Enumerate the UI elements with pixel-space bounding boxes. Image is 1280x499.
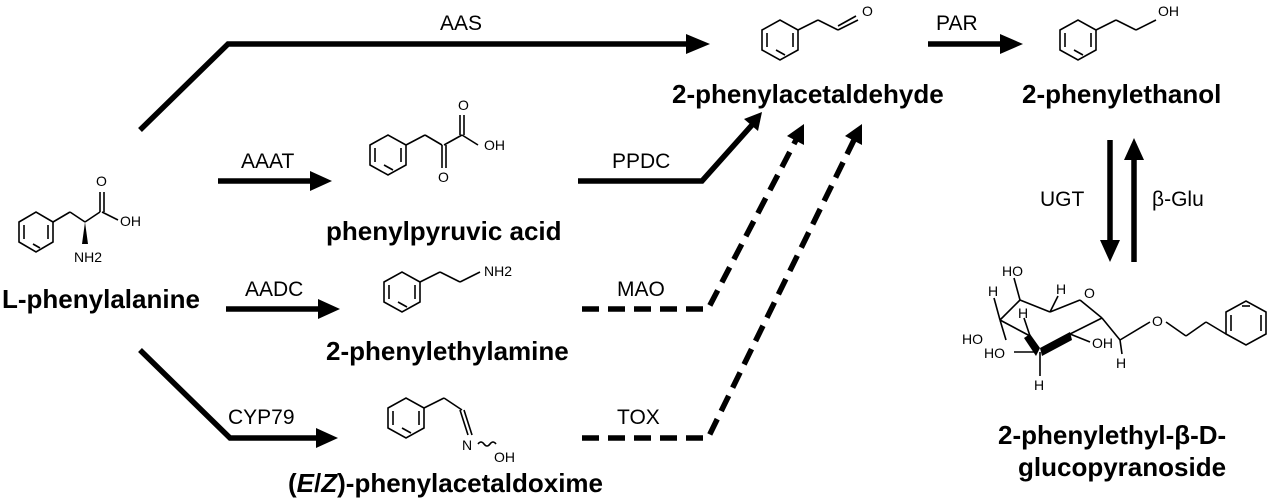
atom-nh2-amine: NH2 (484, 263, 512, 279)
compound-name-l-phenylalanine: L-phenylalanine (2, 284, 200, 314)
compound-name-phenylethylamine: 2-phenylethylamine (326, 336, 569, 366)
atom-ho-c6: HO (1002, 263, 1023, 279)
compound-labels: L-phenylalanine phenylpyruvic acid 2-phe… (2, 79, 1226, 498)
atom-n-oxime: N (462, 437, 472, 453)
structure-glucoside: O HO H HO HO H OH H H H O (962, 263, 1267, 393)
mao-arrow (582, 138, 799, 312)
ppdc-arrowhead (744, 112, 762, 131)
enzyme-label-tox: TOX (617, 406, 660, 429)
compound-name-phenylethanol: 2-phenylethanol (1022, 79, 1221, 109)
atom-o-acid: O (458, 97, 469, 113)
atom-h-anomeric: H (1116, 355, 1126, 371)
atom-nh2-phe: NH2 (74, 249, 102, 265)
structure-phenylethylamine: NH2 (383, 263, 512, 313)
structure-phenylpyruvic-acid: O O OH (369, 97, 505, 185)
structure-phenylacetaldoxime: N OH (387, 397, 515, 465)
structure-phenylethanol: OH (1059, 3, 1179, 61)
ppdc-arrow (578, 123, 755, 184)
par-arrowhead (1000, 34, 1023, 54)
mao-arrowhead (787, 124, 804, 145)
enzyme-label-aadc: AADC (245, 278, 303, 301)
enzyme-label-beta-glu: β-Glu (1152, 188, 1204, 211)
atom-oh-c2: OH (1092, 335, 1113, 351)
structure-phenylacetaldehyde: O (761, 3, 873, 61)
compound-name-phenylpyruvic-acid: phenylpyruvic acid (326, 216, 562, 246)
enzyme-labels: AAS AAAT AADC CYP79 PPDC MAO TOX PAR UGT… (228, 12, 1204, 429)
atom-h-c1: H (1056, 281, 1066, 297)
atom-o-glycosidic: O (1152, 313, 1163, 329)
compound-name-glucoside-line2: glucopyranoside (1018, 452, 1226, 482)
aaat-arrowhead (310, 171, 332, 191)
compound-name-phenylacetaldehyde: 2-phenylacetaldehyde (672, 79, 944, 109)
atom-h-c4: H (1018, 305, 1028, 321)
cyp79-arrowhead (316, 428, 338, 448)
atom-h-c2: H (1034, 377, 1044, 393)
enzyme-label-ugt: UGT (1040, 188, 1085, 211)
atom-o-aldehyde: O (862, 3, 873, 19)
structure-l-phenylalanine: O OH NH2 (18, 173, 141, 265)
atom-h-c5: H (988, 283, 998, 299)
cyp79-arrow (138, 348, 318, 441)
enzyme-label-par: PAR (936, 12, 978, 35)
aas-arrow (138, 41, 690, 132)
atom-o-ring: O (1084, 285, 1095, 301)
ugt-arrowhead (1100, 240, 1120, 262)
enzyme-label-aas: AAS (440, 12, 482, 35)
aas-arrowhead (686, 34, 710, 54)
atom-oh-phe: OH (120, 213, 141, 229)
atom-o-phe: O (96, 173, 107, 189)
atom-o-keto: O (438, 169, 449, 185)
pathway-arrows (138, 34, 1144, 448)
compound-name-glucoside-line1: 2-phenylethyl-β-D- (998, 420, 1226, 450)
enzyme-label-ppdc: PPDC (612, 150, 670, 173)
atom-ho-c4: HO (962, 331, 983, 347)
compound-name-phenylacetaldoxime: (E/Z)-phenylacetaldoxime (288, 468, 603, 498)
atom-oh-acid: OH (484, 137, 505, 153)
enzyme-label-mao: MAO (617, 278, 665, 301)
atom-oh-ethanol: OH (1158, 3, 1179, 19)
tox-arrow (582, 138, 857, 441)
beta-glu-arrowhead (1124, 138, 1144, 160)
atom-oh-oxime: OH (494, 449, 515, 465)
enzyme-label-cyp79: CYP79 (228, 406, 295, 429)
atom-ho-c3: HO (984, 345, 1005, 361)
enzyme-label-aaat: AAAT (241, 150, 294, 173)
tox-arrowhead (845, 124, 862, 145)
aadc-arrowhead (318, 299, 340, 319)
